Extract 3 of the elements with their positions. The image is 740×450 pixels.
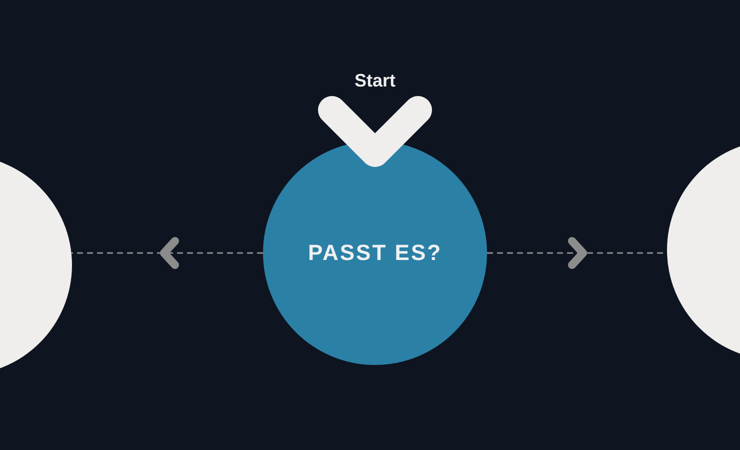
node-text: PASST ES?: [308, 240, 442, 266]
dashed-arrow: [71, 237, 263, 269]
chevron-arrow: [318, 96, 432, 167]
